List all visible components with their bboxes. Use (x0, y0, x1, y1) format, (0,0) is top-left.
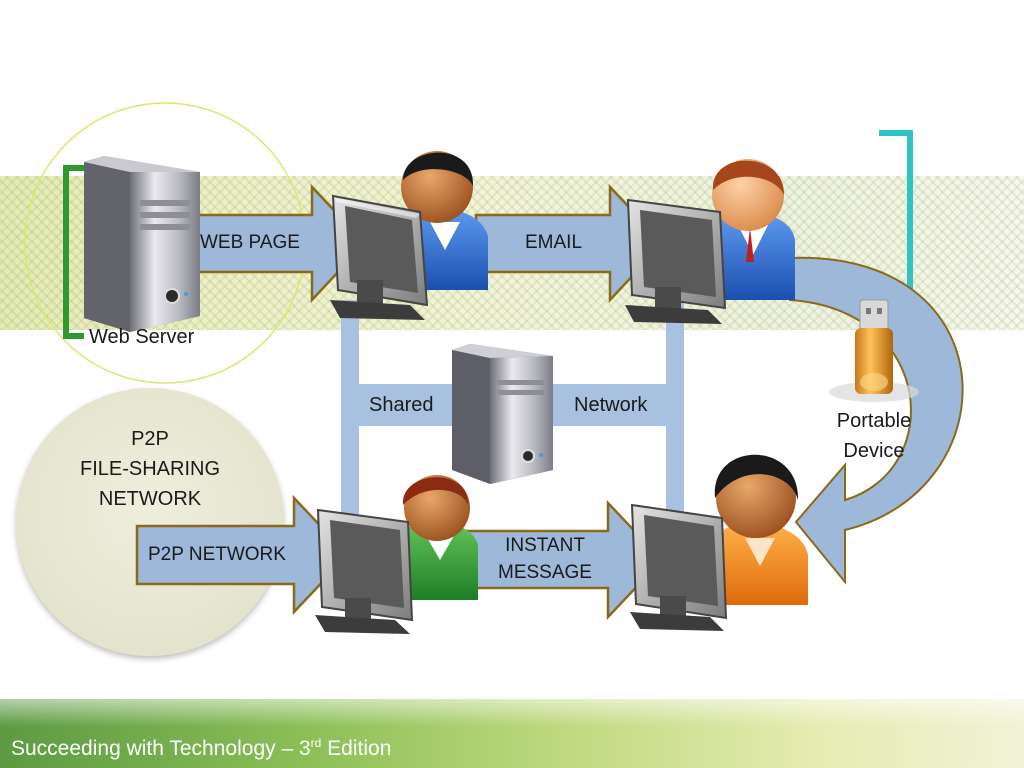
web-server-icon (84, 156, 200, 332)
footer-text: Succeeding with Technology – 3rd Edition (11, 736, 391, 761)
teal-bracket (879, 130, 913, 293)
p2p-circle-line2: FILE-SHARING (79, 458, 221, 480)
web-server-label: Web Server (89, 326, 195, 348)
user-computer-bottom-left (315, 475, 478, 634)
footer-text-main: Succeeding with Technology – 3 (11, 737, 311, 760)
user-computer-top-left (330, 151, 488, 320)
footer-band (0, 699, 1024, 768)
shared-label: Shared (369, 394, 434, 416)
instant-message-line2: MESSAGE (498, 562, 592, 583)
email-label: EMAIL (525, 232, 583, 253)
curved-arrow (789, 256, 964, 585)
portable-device-label-line1: Portable (836, 410, 912, 432)
footer-superscript: rd (310, 736, 322, 750)
web-page-label: WEB PAGE (200, 232, 300, 253)
instant-message-line1: INSTANT (505, 535, 585, 556)
green-bracket (63, 165, 84, 339)
p2p-circle (16, 388, 284, 656)
user-computer-top-right (625, 159, 795, 324)
network-label: Network (574, 394, 648, 416)
portable-device-label-line2: Device (843, 440, 905, 462)
shared-server-icon (452, 344, 553, 484)
p2p-circle-line1: P2P (131, 428, 169, 450)
p2p-network-label: P2P NETWORK (148, 544, 286, 565)
footer-text-edition: Edition (321, 737, 392, 760)
user-computer-bottom-right (630, 454, 808, 631)
p2p-circle-line3: NETWORK (98, 488, 202, 510)
usb-drive-icon (829, 299, 919, 402)
